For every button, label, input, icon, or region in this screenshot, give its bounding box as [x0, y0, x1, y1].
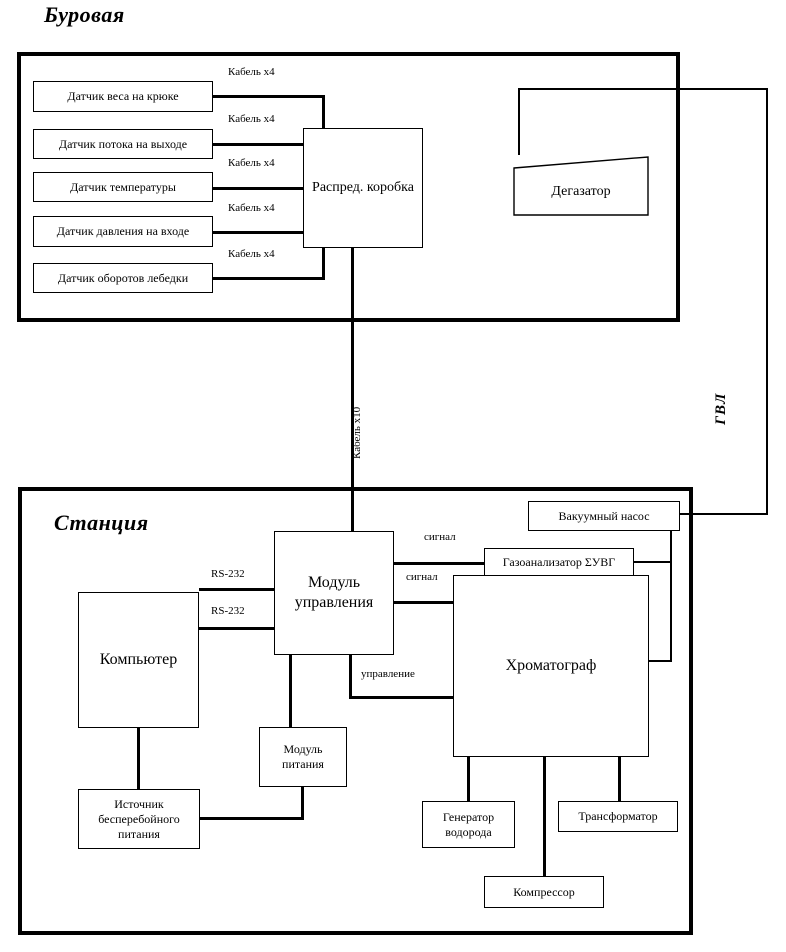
vacuum-pump-box[interactable]: Вакуумный насос — [528, 501, 680, 531]
power-module-box[interactable]: Модуль питания — [259, 727, 347, 787]
wire-sensor1-v — [322, 95, 325, 145]
sensor-box-inlet-pressure[interactable]: Датчик давления на входе — [33, 216, 213, 247]
wire-sensor4-h — [213, 231, 305, 234]
sensor-box-winch-rpm[interactable]: Датчик оборотов лебедки — [33, 263, 213, 293]
wire-ups-to-power-h — [200, 817, 304, 820]
gvl-vertical — [766, 88, 768, 515]
wire-ups-to-power-v — [301, 787, 304, 819]
trunk-cable-line — [351, 248, 354, 533]
degasser-box[interactable]: Дегазатор — [512, 155, 650, 217]
station-frame — [18, 487, 693, 935]
compressor-box[interactable]: Компрессор — [484, 876, 604, 908]
wire-sensor5-h — [213, 277, 325, 280]
sensor-box-hook-weight[interactable]: Датчик веса на крюке — [33, 81, 213, 112]
wire-sensor5-v — [322, 231, 325, 280]
computer-box[interactable]: Компьютер — [78, 592, 199, 728]
gas-analyzer-box[interactable]: Газоанализатор ΣУВГ — [484, 548, 634, 576]
wire-control-v — [349, 655, 352, 699]
wire-pump-spine — [670, 531, 672, 661]
wire-sensor1-h — [213, 95, 325, 98]
rs232-upper-label: RS-232 — [211, 568, 245, 580]
station-section-title: Станция — [54, 510, 149, 535]
wire-control-to-power-module — [289, 655, 292, 729]
sensor-box-temperature[interactable]: Датчик температуры — [33, 172, 213, 202]
wire-signal-upper — [394, 562, 486, 565]
wire-rs232-lower — [199, 627, 275, 630]
signal-lower-label: сигнал — [406, 571, 438, 583]
control-module-box[interactable]: Модуль управления — [274, 531, 394, 655]
wire-chromatograph-to-compressor — [543, 757, 546, 877]
wire-chromatograph-to-h2gen — [467, 757, 470, 802]
cable-label-2: Кабель х4 — [228, 113, 275, 125]
signal-upper-label: сигнал — [424, 531, 456, 543]
cable-label-4: Кабель х4 — [228, 202, 275, 214]
wire-chromatograph-to-transformer — [618, 757, 621, 802]
gvl-into-pump — [679, 513, 768, 515]
junction-box[interactable]: Распред. коробка — [303, 128, 423, 248]
wire-sensor3-h — [213, 187, 305, 190]
trunk-cable-label: Кабель х10 — [351, 406, 363, 459]
ups-box[interactable]: Источник бесперебойного питания — [78, 789, 200, 849]
cable-label-5: Кабель х4 — [228, 248, 275, 260]
transformer-box[interactable]: Трансформатор — [558, 801, 678, 832]
wire-pump-to-chromatograph — [648, 660, 672, 662]
wire-rs232-upper — [199, 588, 275, 591]
gvl-top-h — [518, 88, 768, 90]
wire-sensor2-h — [213, 143, 305, 146]
hydrogen-generator-box[interactable]: Генератор водорода — [422, 801, 515, 848]
cable-label-3: Кабель х4 — [228, 157, 275, 169]
degasser-label: Дегазатор — [551, 184, 611, 199]
wire-computer-to-ups — [137, 728, 140, 790]
sensor-box-outflow[interactable]: Датчик потока на выходе — [33, 129, 213, 159]
wire-control-h — [349, 696, 455, 699]
rig-section-title: Буровая — [44, 2, 125, 27]
wire-signal-lower-h — [394, 601, 456, 604]
degasser-riser — [518, 88, 520, 168]
gvl-label: ГВЛ — [713, 392, 729, 425]
cable-label-1: Кабель х4 — [228, 66, 275, 78]
rig-frame — [17, 52, 680, 322]
control-link-label: управление — [361, 668, 415, 680]
chromatograph-box[interactable]: Хроматограф — [453, 575, 649, 757]
wire-pump-to-analyzer — [634, 561, 672, 563]
rs232-lower-label: RS-232 — [211, 605, 245, 617]
